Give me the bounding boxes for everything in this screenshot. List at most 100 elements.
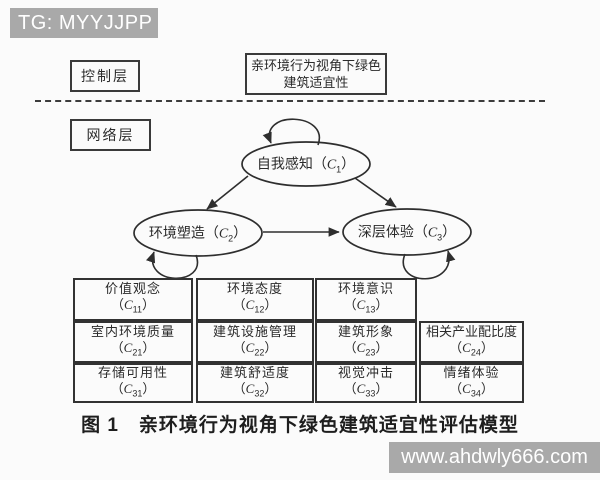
paren-close: ） [264,380,278,396]
edge-c1-to-c3-arrow [354,177,397,208]
paren-open: （ [232,297,246,313]
paren-open: （ [204,224,219,241]
code-subscript: 22 [254,347,265,358]
code-subscript: 2 [228,233,234,244]
criterion-name: 价值观念 [104,281,161,297]
node-label-environment-shaping: 环境塑造（C2） [149,223,247,244]
paren-open: （ [343,380,357,396]
self-loop-c3 [402,250,456,280]
code-subscript: 11 [132,304,142,315]
criterion-name: 相关产业配比度 [425,323,517,339]
code-letter: C [356,339,366,355]
code-letter: C [356,380,366,396]
top-watermark-badge: TG: MYYJJPP [10,8,158,38]
criterion-code: （C32） [233,381,278,402]
node-ellipse-deep-experience [342,208,472,256]
criterion-name: 建筑舒适度 [219,364,290,380]
criterion-code: （C24） [449,340,494,361]
code-letter: C [123,297,133,313]
paren-close: ） [480,380,494,396]
paren-close: ） [233,224,248,241]
paren-close: ） [375,380,389,396]
paren-open: （ [413,223,428,240]
paren-close: ） [264,297,278,313]
code-letter: C [245,380,255,396]
layer-separator-dashed-line [35,100,545,102]
node-label-self-perception: 自我感知（C1） [257,154,355,175]
paren-close: ） [341,155,356,172]
code-letter: C [427,225,438,241]
criterion-name: 视觉冲击 [337,364,394,380]
criterion-name: 存储可用性 [97,364,168,380]
criterion-code: （C33） [344,381,389,402]
code-letter: C [123,380,133,396]
paren-open: （ [449,339,463,355]
code-letter: C [326,157,337,173]
code-letter: C [218,226,229,242]
goal-line1: 亲环境行为视角下绿色 [250,58,381,73]
criterion-box-c12: 环境态度 （C12） [196,278,314,321]
criterion-box-c34: 情绪体验 （C34） [419,363,524,403]
code-subscript: 21 [132,347,143,358]
node-name: 深层体验 [357,223,414,240]
code-subscript: 3 [437,232,443,243]
criterion-code: （C23） [344,340,389,361]
node-name: 自我感知 [256,155,313,172]
criterion-box-c31: 存储可用性 （C31） [73,363,193,403]
goal-line2: 建筑适宜性 [283,75,349,90]
code-letter: C [123,339,133,355]
paren-open: （ [312,155,327,172]
code-letter: C [245,339,255,355]
control-layer-box: 控制层 [70,60,140,92]
criterion-name: 环境态度 [226,281,283,297]
paren-open: （ [232,380,246,396]
paren-open: （ [110,339,124,355]
code-subscript: 32 [254,388,265,399]
bottom-watermark-bar: www.ahdwly666.com [389,442,600,473]
paren-open: （ [343,297,357,313]
paren-close: ） [142,297,156,313]
paren-open: （ [343,339,357,355]
criterion-name: 室内环境质量 [90,323,175,339]
paren-open: （ [232,339,246,355]
top-watermark-text: TG: MYYJJPP [18,11,153,34]
node-name: 环境塑造 [148,224,205,241]
bottom-watermark-text: www.ahdwly666.com [401,446,588,468]
criterion-name: 建筑形象 [337,323,394,339]
paren-close: ） [142,339,156,355]
edge-c1-to-c2-arrow [206,175,249,210]
network-layer-label: 网络层 [86,127,135,143]
criterion-box-c22: 建筑设施管理 （C22） [196,321,314,363]
code-letter: C [356,297,366,313]
criterion-box-c21: 室内环境质量 （C21） [73,321,193,363]
node-label-deep-experience: 深层体验（C3） [358,222,456,243]
code-subscript: 1 [336,164,342,175]
paren-close: ） [142,380,156,396]
paren-open: （ [449,380,463,396]
criterion-box-c23: 建筑形象 （C23） [315,321,417,363]
paren-close: ） [264,339,278,355]
criterion-box-c24: 相关产业配比度 （C24） [419,321,524,363]
code-letter: C [462,380,471,396]
self-loop-c1 [262,118,321,146]
criterion-box-c32: 建筑舒适度 （C32） [196,363,314,403]
control-layer-label: 控制层 [81,68,129,84]
code-subscript: 24 [470,347,481,358]
goal-box: 亲环境行为视角下绿色 建筑适宜性 [245,53,387,95]
criterion-code: （C22） [233,340,278,361]
criterion-name: 建筑设施管理 [212,323,297,339]
criterion-code: （C12） [233,297,278,318]
code-subscript: 23 [365,347,376,358]
criterion-box-c13: 环境意识 （C13） [315,278,417,321]
criterion-box-c11: 价值观念 （C11） [73,278,193,321]
criterion-code: （C21） [111,340,156,361]
node-ellipse-self-perception [241,141,371,187]
figure-caption: 图 1 亲环境行为视角下绿色建筑适宜性评估模型 [81,415,519,436]
paren-close: ） [442,223,457,240]
criterion-code: （C11） [111,297,155,318]
criterion-code: （C13） [344,297,389,318]
code-letter: C [245,297,255,313]
paren-close: ） [375,339,389,355]
